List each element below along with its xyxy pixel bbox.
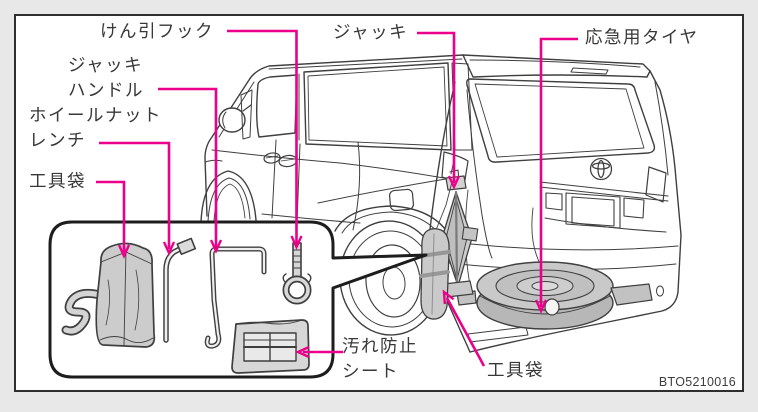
- callout-lines: [96, 29, 578, 367]
- callout-line-wheel-nut-wrench: [99, 141, 171, 249]
- label-towing-hook: けん引フック: [100, 21, 214, 41]
- vehicle-drawing: [200, 54, 682, 353]
- jack-drawing: [441, 169, 479, 298]
- tools-callout-box: [48, 220, 428, 379]
- label-jack: ジャッキ: [333, 22, 409, 42]
- callout-line-jack-handle: [158, 87, 218, 247]
- towing-hook-icon: [282, 242, 312, 305]
- spare-tire-drawing: [456, 261, 653, 330]
- taillight-right: [645, 166, 667, 203]
- label-tool-bag-left: 工具袋: [29, 171, 86, 191]
- tool-bag-icon: [61, 242, 156, 348]
- tool-bag-rear-drawing: [419, 181, 453, 320]
- figure-code: BTO5210016: [658, 375, 736, 389]
- label-tool-bag-rear: 工具袋: [487, 360, 544, 380]
- label-jack-handle: ジャッキ ハンドル: [68, 55, 144, 100]
- label-spare-tire: 応急用タイヤ: [585, 27, 699, 47]
- callout-line-tool-bag-rear: [445, 297, 486, 367]
- callout-line-spare-tire: [539, 37, 578, 307]
- license-plate-area: [539, 181, 669, 233]
- wheel-nut-wrench-icon: [163, 237, 197, 343]
- jack-handle-icon: [204, 246, 267, 349]
- side-mirror: [218, 104, 252, 133]
- protection-sheet-icon: [231, 319, 310, 374]
- toyota-emblem-icon: [589, 157, 613, 181]
- label-wheel-nut-wrench: ホイールナット レンチ: [29, 105, 162, 150]
- callout-line-jack: [417, 31, 456, 183]
- label-protection-sheet: 汚れ防止 シート: [342, 336, 418, 381]
- callout-line-tool-bag-left: [96, 180, 126, 252]
- callout-line-towing-hook: [227, 29, 298, 243]
